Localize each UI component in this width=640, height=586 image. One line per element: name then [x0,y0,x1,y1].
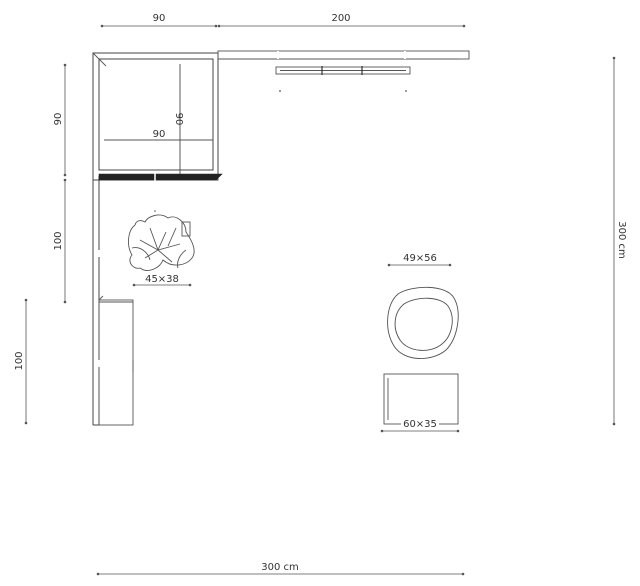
dim-top-shelf: 200 [331,13,350,24]
room-walls [92,52,219,426]
dim-left-lower: 100 [14,351,25,370]
wardrobe-icon [92,52,223,181]
dim-bottom-width: 300 cm [261,562,299,573]
dim-left-upper: 90 [53,113,64,126]
dimension-lines [24,24,616,576]
table-icon [383,373,459,425]
dim-top-wardrobe: 90 [153,13,166,24]
plant-icon [128,210,195,271]
shelf-icon [217,50,470,92]
dim-table: 60×35 [403,419,437,430]
dim-inner-width: 90 [153,129,166,140]
dim-inner-height: 90 [173,113,184,126]
cabinet-icon [98,250,134,426]
armchair-icon [387,286,459,359]
dim-plant: 45×38 [145,274,179,285]
dim-chair: 49×56 [403,253,437,264]
dim-left-middle: 100 [53,231,64,250]
dimension-labels: 90 200 90 100 100 300 cm 300 cm 90 90 45… [12,11,630,573]
dim-right-height: 300 cm [616,221,627,259]
